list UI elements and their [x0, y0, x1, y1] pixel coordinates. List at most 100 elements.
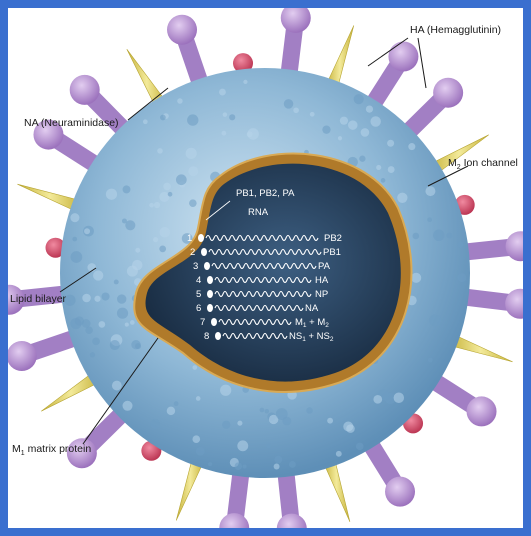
texture-dot — [355, 442, 364, 451]
texture-dot — [425, 186, 436, 197]
texture-dot — [393, 392, 405, 403]
rna-strand — [222, 332, 288, 340]
texture-dot — [72, 236, 78, 242]
hemagglutinin-head — [466, 396, 497, 427]
texture-dot — [353, 94, 364, 105]
rna-strand — [208, 248, 322, 256]
texture-dot — [429, 314, 442, 327]
texture-dot — [109, 339, 120, 351]
rna-segment: 6 NA — [196, 303, 319, 314]
texture-dot — [93, 270, 104, 281]
na-label: NA (Neuraminidase) — [24, 117, 119, 129]
texture-dot — [457, 273, 467, 283]
rna-segment: 4 HA — [196, 275, 329, 286]
hemagglutinin-head — [505, 288, 523, 319]
hemagglutinin-head — [66, 438, 97, 469]
rna-segment: 2 PB1 — [190, 247, 341, 258]
texture-dot — [117, 294, 127, 304]
texture-dot — [222, 112, 228, 117]
ha-leader-2 — [417, 37, 427, 89]
segment-gene-label: PB1 — [323, 247, 341, 258]
texture-dot — [129, 320, 135, 325]
texture-dot — [387, 139, 395, 147]
texture-dot — [181, 233, 193, 244]
texture-dot — [152, 237, 159, 243]
texture-dot — [166, 406, 176, 416]
texture-dot — [408, 143, 416, 151]
segment-number: 8 — [204, 331, 209, 342]
texture-dot — [89, 352, 96, 358]
texture-dot — [309, 111, 315, 117]
texture-dot — [411, 272, 422, 283]
texture-dot — [92, 337, 100, 346]
rna-strand — [214, 290, 312, 298]
texture-dot — [163, 182, 171, 191]
texture-dot — [412, 232, 420, 240]
texture-dot — [275, 408, 288, 420]
rna-title: RNA — [248, 207, 269, 218]
texture-dot — [433, 229, 445, 241]
segment-gene-label: M1 + M2 — [295, 317, 329, 329]
texture-dot — [159, 191, 170, 203]
texture-dot — [247, 128, 259, 140]
segment-gene-label: HA — [315, 275, 329, 286]
segment-number: 2 — [190, 247, 195, 258]
rna-strand — [218, 318, 292, 326]
texture-dot — [370, 116, 381, 127]
hemagglutinin-head — [69, 74, 100, 105]
texture-dot — [159, 227, 171, 238]
texture-dot — [288, 461, 296, 468]
texture-dot — [457, 241, 464, 248]
texture-dot — [74, 316, 85, 326]
hemagglutinin-head — [8, 284, 25, 315]
hemagglutinin-head — [276, 513, 307, 528]
texture-dot — [265, 443, 271, 449]
texture-dot — [237, 440, 249, 452]
hemagglutinin-head — [219, 513, 250, 528]
na-leader — [127, 87, 169, 121]
hemagglutinin-head — [8, 340, 37, 371]
texture-dot — [185, 147, 197, 160]
polymerase-blob — [215, 332, 221, 340]
texture-dot — [160, 114, 166, 121]
texture-dot — [173, 401, 179, 407]
texture-dot — [365, 105, 374, 113]
hemagglutinin-head — [33, 119, 64, 150]
segment-gene-label: PA — [318, 261, 331, 272]
texture-dot — [192, 435, 201, 444]
segment-gene-label: PB2 — [324, 233, 342, 244]
texture-dot — [70, 251, 83, 263]
texture-dot — [339, 116, 349, 125]
segment-gene-label: NS1 + NS2 — [289, 331, 334, 343]
segment-number: 3 — [193, 261, 198, 272]
texture-dot — [293, 107, 299, 114]
rna-segment: 3 PA — [193, 261, 331, 272]
segment-number: 6 — [196, 303, 201, 314]
texture-dot — [274, 455, 283, 464]
segment-number: 4 — [196, 275, 201, 286]
texture-dot — [84, 228, 91, 235]
texture-dot — [113, 279, 119, 285]
rna-core — [145, 163, 401, 382]
polymerase-label: PB1, PB2, PA — [236, 188, 295, 199]
polymerase-blob — [204, 262, 210, 270]
texture-dot — [348, 120, 358, 130]
segment-gene-label: NA — [305, 303, 319, 314]
texture-dot — [101, 292, 110, 301]
texture-dot — [387, 166, 395, 174]
texture-dot — [219, 88, 226, 96]
m2-ion-channel — [233, 53, 254, 74]
segment-number: 1 — [187, 233, 192, 244]
texture-dot — [397, 192, 408, 203]
texture-dot — [188, 166, 199, 177]
rna-strand — [214, 304, 304, 312]
texture-dot — [64, 294, 76, 306]
lipid-bilayer-label: Lipid bilayer — [10, 293, 67, 305]
texture-dot — [157, 148, 163, 154]
surface-proteins-layer — [8, 8, 523, 528]
texture-dot — [359, 155, 366, 162]
texture-dot — [259, 407, 265, 413]
